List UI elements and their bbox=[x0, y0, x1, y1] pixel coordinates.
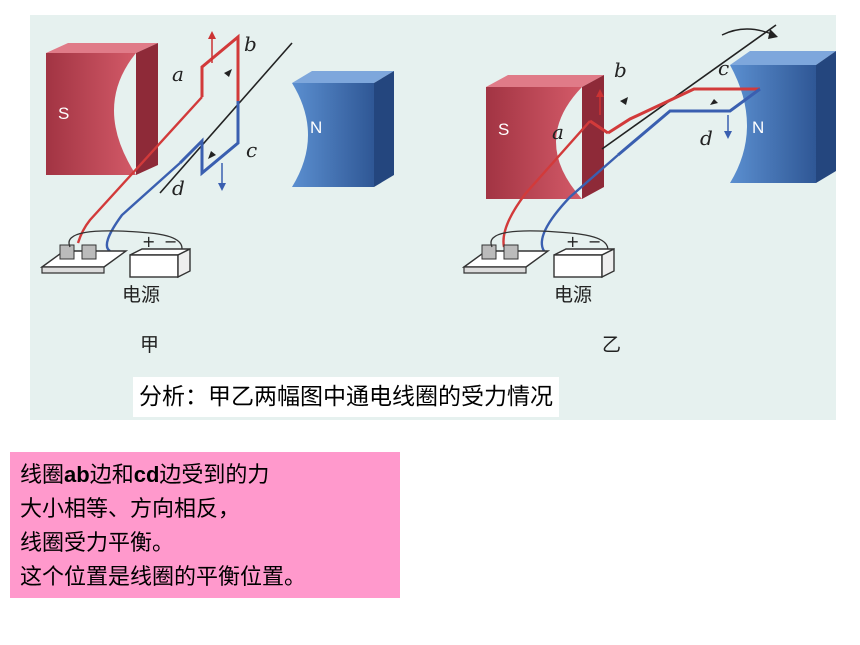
figure-b: S N bbox=[461, 24, 836, 356]
motor-diagram: S N a bbox=[39, 24, 836, 356]
brushes-a bbox=[39, 244, 129, 274]
conclusion-line-4: 这个位置是线圈的平衡位置。 bbox=[20, 565, 307, 590]
minus-sign-b: − bbox=[588, 232, 601, 251]
coil-cd-b bbox=[617, 87, 761, 157]
label-d-b: d bbox=[700, 126, 713, 150]
lead-blue-a bbox=[105, 162, 181, 253]
plus-sign-b: + bbox=[566, 232, 579, 251]
coil-cd-a bbox=[178, 101, 240, 177]
caption-b: 乙 bbox=[602, 334, 621, 356]
label-b-b: b bbox=[614, 58, 627, 82]
plus-sign-a: + bbox=[142, 232, 155, 251]
magnet-s-b: S bbox=[486, 75, 604, 199]
lead-red-b bbox=[502, 120, 591, 248]
force-arrowhead-down-a bbox=[218, 183, 226, 191]
pole-n-label-b: N bbox=[752, 118, 764, 137]
axle-a bbox=[159, 42, 293, 194]
caption-a: 甲 bbox=[140, 334, 159, 356]
force-arrowhead-down-b bbox=[724, 131, 732, 139]
power-label-a: 电源 bbox=[122, 284, 160, 306]
wire-to-source-b bbox=[490, 230, 609, 256]
label-b-a: b bbox=[244, 32, 257, 56]
pole-s-label-b: S bbox=[498, 120, 509, 139]
conclusion-line-3: 线圈受力平衡。 bbox=[20, 531, 175, 556]
pole-s-label-a: S bbox=[58, 104, 69, 123]
current-arrow-ab-b bbox=[620, 97, 628, 105]
analysis-caption: 分析：甲乙两幅图中通电线圈的受力情况 bbox=[133, 377, 559, 417]
magnet-s-a: S bbox=[46, 43, 158, 175]
coil-ab-a bbox=[200, 33, 240, 101]
label-a-a: a bbox=[172, 62, 184, 86]
pole-n-label-a: N bbox=[310, 118, 322, 137]
minus-sign-a: − bbox=[164, 232, 177, 251]
current-arrow-ab-a bbox=[224, 69, 232, 77]
figure-panel: S N a bbox=[30, 15, 836, 420]
coil-ab-b bbox=[607, 87, 760, 135]
axle-b bbox=[601, 24, 777, 150]
conclusion-line-1: 线圈ab边和cd边受到的力 bbox=[20, 458, 390, 493]
conclusion-text: 边和 bbox=[89, 463, 134, 488]
power-label-b: 电源 bbox=[554, 284, 592, 306]
magnet-n-b: N bbox=[730, 51, 836, 183]
magnet-n-a: N bbox=[292, 71, 394, 187]
current-arrow-cd-a bbox=[208, 151, 216, 159]
wire-to-source-a bbox=[68, 230, 183, 256]
conclusion-text: 线圈 bbox=[20, 463, 65, 488]
edge-ab-label: ab bbox=[64, 462, 90, 487]
rotation-arrowhead-b bbox=[768, 29, 778, 39]
current-arrow-cd-b bbox=[710, 99, 718, 105]
brushes-b bbox=[461, 244, 551, 274]
label-c-a: c bbox=[246, 138, 257, 162]
force-arrowhead-up-a bbox=[208, 31, 216, 39]
lead-red-a bbox=[76, 96, 203, 244]
rotation-arrow-b bbox=[721, 28, 775, 36]
label-c-b: c bbox=[718, 56, 729, 80]
power-source-a: + − bbox=[129, 232, 191, 279]
lead-blue-b bbox=[540, 154, 619, 252]
force-arrowhead-up-b bbox=[596, 89, 604, 97]
conclusion-line-2: 大小相等、方向相反， bbox=[20, 497, 241, 522]
edge-cd-label: cd bbox=[133, 462, 160, 487]
conclusion-box: 线圈ab边和cd边受到的力 大小相等、方向相反， 线圈受力平衡。 这个位置是线圈… bbox=[10, 452, 400, 598]
figure-a: S N a bbox=[39, 31, 394, 356]
label-a-b: a bbox=[552, 120, 564, 144]
conclusion-text: 边受到的力 bbox=[159, 463, 270, 488]
label-d-a: d bbox=[172, 176, 185, 200]
power-source-b: + − bbox=[553, 232, 615, 279]
